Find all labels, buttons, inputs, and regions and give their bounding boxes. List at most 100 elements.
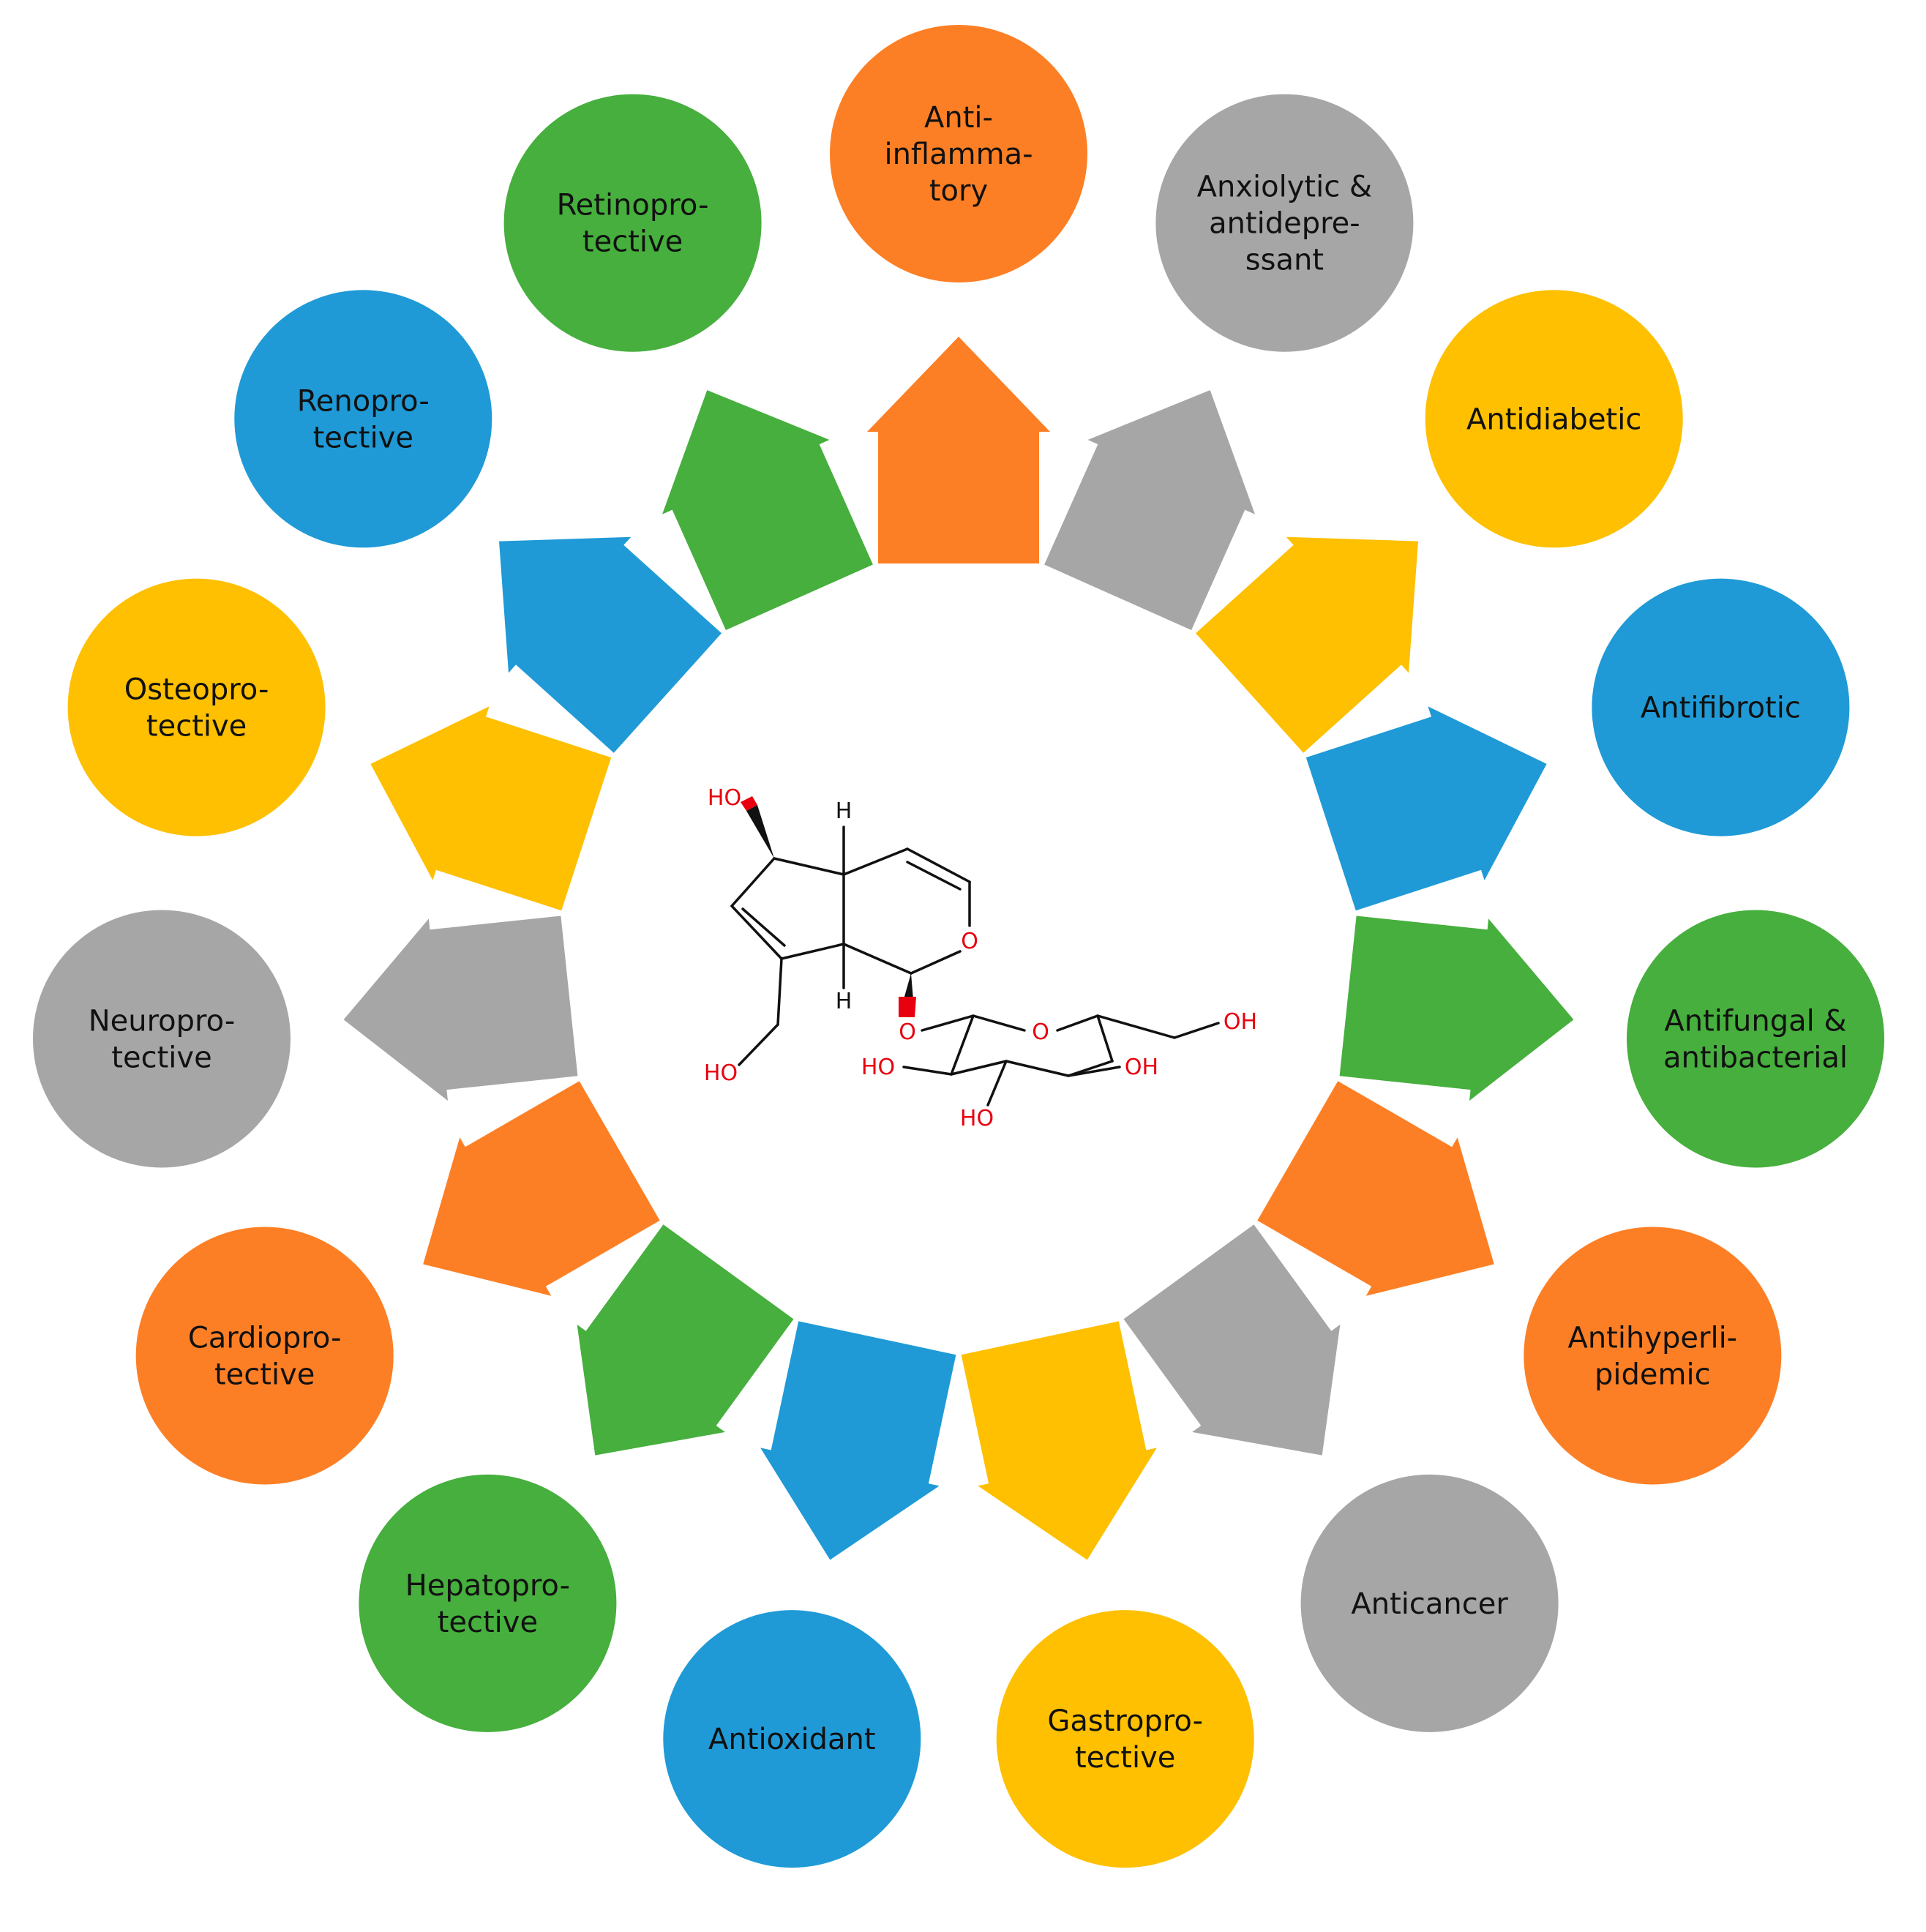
bond — [738, 1023, 779, 1066]
activity-circle — [1627, 910, 1884, 1168]
arrow-retinopro-tective — [662, 390, 873, 630]
activity-label: Cardiopro- — [188, 1322, 342, 1355]
activity-node-cardiopro-tective: Cardiopro-tective — [135, 1227, 394, 1485]
bond — [1096, 1014, 1114, 1063]
arrow-anticancer — [1123, 1224, 1341, 1456]
activity-label: Antifibrotic — [1641, 692, 1801, 725]
activity-label: tective — [146, 710, 247, 744]
bond — [730, 905, 783, 960]
bond — [986, 1060, 1008, 1107]
nodes-layer: Anti-inflamma-tory Anxiolytic &antidepre-… — [33, 25, 1884, 1868]
activity-label: Antifungal & — [1664, 1005, 1846, 1038]
bond — [780, 943, 845, 960]
activity-node-antifibrotic: Antifibrotic — [1592, 578, 1850, 836]
activity-circle — [359, 1474, 617, 1732]
bond — [906, 861, 962, 891]
activity-node-neuropro-tective: Neuropro-tective — [33, 910, 291, 1168]
wedge-bond — [746, 805, 774, 858]
activity-label: Antioxidant — [708, 1723, 875, 1756]
bond — [1005, 1060, 1070, 1077]
wedge-bond-red — [741, 796, 757, 811]
arrows-layer — [343, 337, 1574, 1560]
activity-label: Renopro- — [297, 384, 430, 418]
activity-circle — [1592, 578, 1850, 836]
atom-label-sugar-ring-o: O — [1032, 1019, 1049, 1045]
bond — [730, 857, 776, 907]
bond — [1096, 1014, 1176, 1039]
activity-circle — [1524, 1227, 1782, 1485]
activity-circle — [135, 1227, 394, 1485]
arrow-antioxidant — [760, 1321, 956, 1560]
activity-node-anticancer: Anticancer — [1300, 1474, 1559, 1732]
activity-node-gastropro-tective: Gastropro-tective — [996, 1610, 1254, 1868]
activity-label: Antidiabetic — [1466, 402, 1641, 436]
arrow-cardiopro-tective — [423, 1081, 660, 1296]
activity-node-antihyperli-pidemic: Antihyperli-pidemic — [1524, 1227, 1782, 1485]
bond — [910, 950, 962, 975]
arrow-antihyperli-pidemic — [1257, 1081, 1494, 1296]
activity-circle — [234, 290, 492, 548]
atom-label-oh-right: OH — [1224, 1009, 1257, 1035]
atom-label-ho-left: HO — [704, 1060, 738, 1086]
bond — [1173, 1022, 1220, 1039]
activity-label: Osteopro- — [124, 673, 269, 707]
bond — [902, 1066, 953, 1076]
activity-label: Anxiolytic & — [1197, 171, 1372, 204]
activity-label: tective — [438, 1606, 538, 1639]
activity-label: tective — [111, 1041, 211, 1075]
activity-circle — [67, 578, 326, 836]
activity-circle — [996, 1610, 1254, 1868]
wedge-bond-red — [899, 997, 916, 1017]
activity-circle — [830, 25, 1087, 282]
arrow-antidiabetic — [1196, 536, 1418, 753]
atom-label-ho-top: HO — [708, 785, 741, 811]
activity-circle — [33, 910, 291, 1168]
bond — [1067, 1066, 1121, 1077]
arrow-antifungal-antibacterial — [1339, 916, 1574, 1101]
activity-label: Anti- — [924, 101, 993, 135]
activity-node-anxiolytic-antidepre-ssant: Anxiolytic &antidepre-ssant — [1155, 94, 1414, 352]
activity-node-osteopro-tective: Osteopro-tective — [67, 578, 326, 836]
activity-label: Hepatopro- — [405, 1569, 570, 1603]
activity-label: tective — [214, 1358, 315, 1392]
activity-label: ssant — [1245, 244, 1324, 277]
activity-label: tective — [1075, 1741, 1175, 1775]
atom-label-h-top: H — [836, 798, 853, 824]
bond — [921, 1014, 975, 1032]
activity-label: tective — [313, 421, 413, 454]
atom-label-ho-sugar-bottom: HO — [960, 1106, 994, 1131]
arrow-osteopro-tective — [370, 706, 612, 911]
bond — [972, 1014, 1026, 1032]
bond — [950, 1014, 975, 1076]
bond — [776, 957, 783, 1026]
activity-label: Retinopro- — [557, 189, 709, 222]
activity-circle — [1425, 290, 1683, 548]
bond — [950, 1060, 1008, 1076]
activity-label: antidepre- — [1209, 207, 1360, 241]
activity-circle — [503, 94, 762, 352]
arrow-hepatopro-tective — [577, 1224, 794, 1456]
arrow-renopro-tective — [499, 536, 722, 753]
activity-label: tory — [929, 174, 988, 208]
activity-label: antibacterial — [1663, 1041, 1848, 1075]
arrow-anxiolytic-antidepre-ssant — [1044, 390, 1255, 630]
bond — [741, 907, 786, 947]
activity-circle — [1300, 1474, 1559, 1732]
atom-label-oh-sugar-right: OH — [1125, 1055, 1158, 1080]
activity-label: Anticancer — [1351, 1587, 1508, 1621]
bond — [906, 847, 971, 883]
atom-label-ring-o: O — [961, 929, 978, 954]
arrow-gastropro-tective — [961, 1321, 1157, 1560]
bond — [1056, 1014, 1099, 1032]
bond — [842, 943, 913, 975]
activity-label: inflamma- — [884, 138, 1033, 171]
arrow-antifibrotic — [1305, 706, 1547, 911]
bond — [842, 847, 909, 876]
activity-label: tective — [582, 225, 683, 259]
activity-circle — [1155, 94, 1414, 352]
activity-node-retinopro-tective: Retinopro-tective — [503, 94, 762, 352]
arrow-neuropro-tective — [343, 916, 578, 1101]
atom-label-h-bottom: H — [836, 989, 853, 1014]
